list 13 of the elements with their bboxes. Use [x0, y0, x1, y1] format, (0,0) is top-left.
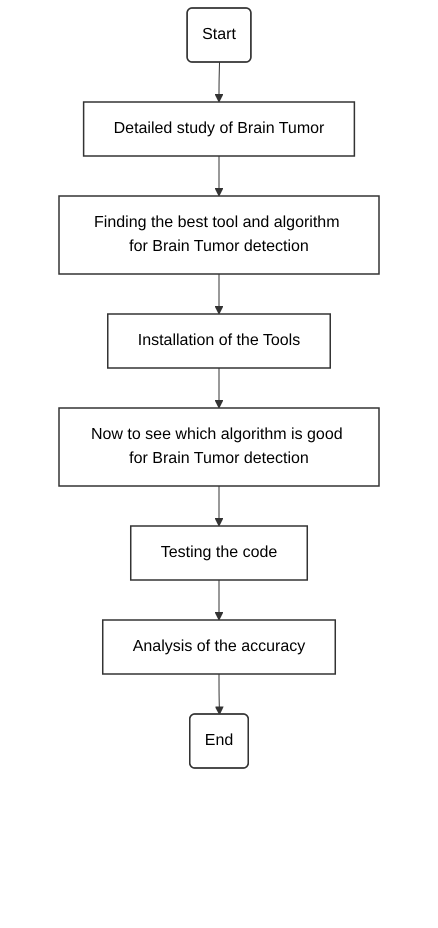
arrow: [214, 580, 224, 620]
arrow: [214, 62, 224, 102]
node-box: Installation of the Tools: [107, 313, 331, 369]
node-box: Finding the best tool and algorithm for Brain Tumor detection: [58, 195, 380, 275]
arrow: [214, 368, 224, 408]
node-box: Detailed study of Brain Tumor: [82, 101, 356, 157]
arrow: [214, 486, 224, 526]
arrow: [214, 274, 224, 314]
node-box: Testing the code: [130, 525, 308, 581]
node-box: Analysis of the accuracy: [102, 619, 336, 675]
arrow: [214, 156, 224, 196]
node-box: Now to see which algorithm is good for Brain Tumor detection: [58, 407, 380, 487]
arrow: [214, 674, 224, 715]
